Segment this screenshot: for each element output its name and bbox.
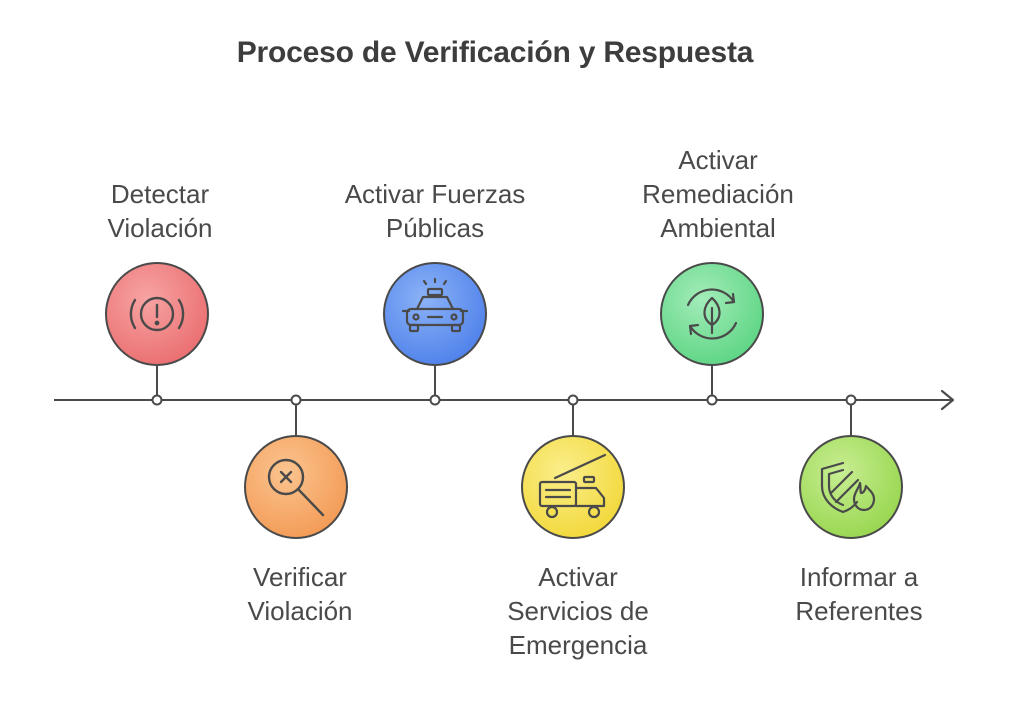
alert-icon (129, 296, 185, 332)
fire-truck-icon (538, 453, 607, 519)
timeline-node (429, 394, 441, 406)
label-line: Violación (247, 596, 353, 626)
step-informar-a-referentes (799, 394, 903, 539)
step-label-detectar-violacion: Detectar Violación (40, 177, 280, 245)
label-line: Informar a (799, 562, 919, 592)
step-circle (521, 435, 625, 539)
step-detectar-violacion (105, 262, 209, 406)
search-x-icon (267, 458, 325, 517)
shield-fire-icon (820, 461, 876, 514)
step-activar-servicios-de-emergencia (521, 394, 625, 539)
label-line: Activar (678, 145, 758, 175)
timeline-node (290, 394, 302, 406)
label-line: Violación (107, 213, 213, 243)
label-line: Detectar (110, 179, 210, 209)
step-label-informar-a-referentes: Informar a Referentes (739, 560, 979, 628)
label-line: Ambiental (660, 213, 776, 243)
label-line: Verificar (253, 562, 347, 592)
timeline-arrowhead (940, 389, 955, 411)
step-verificar-violacion (244, 394, 348, 539)
label-line: Remediación (642, 179, 794, 209)
label-line: Públicas (385, 213, 485, 243)
step-activar-remediacion-ambiental (660, 262, 764, 406)
timeline-node (706, 394, 718, 406)
step-circle (383, 262, 487, 366)
police-car-icon (401, 277, 469, 333)
step-activar-fuerzas-publicas (383, 262, 487, 406)
timeline-node (151, 394, 163, 406)
recycle-leaf-icon (686, 288, 738, 340)
diagram-title: Proceso de Verificación y Respuesta (236, 36, 754, 69)
label-line: Activar Fuerzas (344, 179, 526, 209)
step-label-activar-fuerzas-publicas: Activar Fuerzas Públicas (315, 177, 555, 245)
label-line: Servicios de (507, 596, 649, 626)
timeline-node (567, 394, 579, 406)
label-line: Emergencia (508, 630, 648, 660)
timeline-node (845, 394, 857, 406)
label-line: Referentes (795, 596, 923, 626)
step-label-activar-servicios-de-emergencia: Activar Servicios de Emergencia (458, 560, 698, 662)
step-circle (244, 435, 348, 539)
label-line: Activar (538, 562, 618, 592)
step-label-verificar-violacion: Verificar Violación (180, 560, 420, 628)
step-label-activar-remediacion-ambiental: Activar Remediación Ambiental (598, 143, 838, 245)
